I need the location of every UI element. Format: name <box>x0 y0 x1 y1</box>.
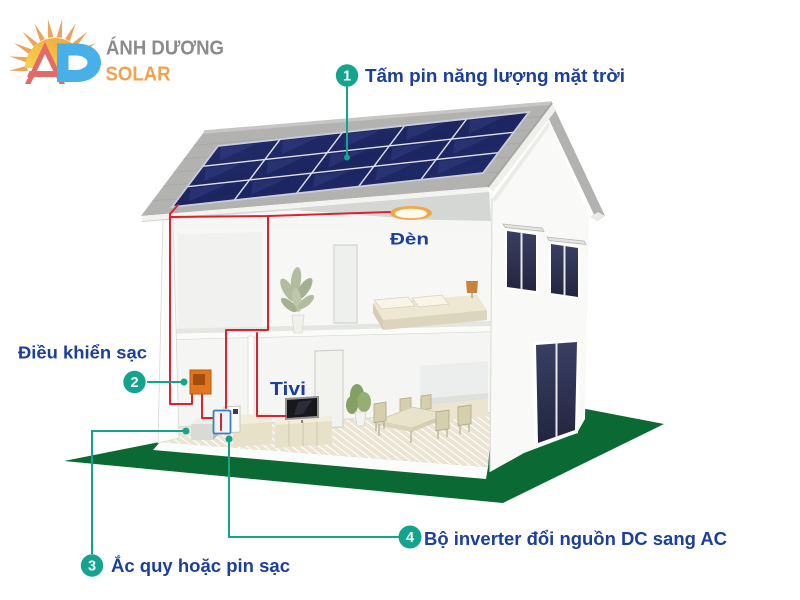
svg-text:Đèn: Đèn <box>390 230 429 249</box>
svg-text:Điều khiển sạc: Điều khiển sạc <box>18 343 147 363</box>
svg-text:1: 1 <box>343 69 351 85</box>
svg-text:SOLAR: SOLAR <box>106 63 171 86</box>
svg-text:3: 3 <box>88 559 96 575</box>
svg-text:2: 2 <box>130 375 138 391</box>
svg-text:Tấm pin năng lượng mặt trời: Tấm pin năng lượng mặt trời <box>365 65 625 86</box>
svg-text:ÁNH DƯƠNG: ÁNH DƯƠNG <box>106 37 224 60</box>
svg-text:Bộ inverter đổi nguồn DC sang: Bộ inverter đổi nguồn DC sang AC <box>424 529 727 549</box>
svg-text:Ắc quy hoặc pin sạc: Ắc quy hoặc pin sạc <box>111 555 290 576</box>
svg-text:4: 4 <box>406 530 414 546</box>
svg-text:Tivi: Tivi <box>270 379 306 399</box>
